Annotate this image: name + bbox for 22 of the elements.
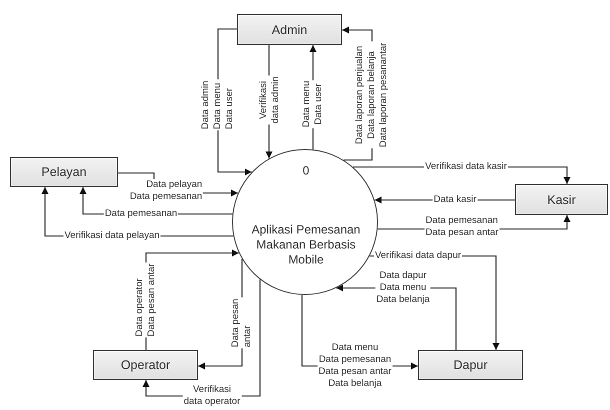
- edge-label: Data menu Data pemesanan Data pesan antar Data belanja: [318, 342, 392, 390]
- edge-label: Data laporan penjualan Data laporan belanja Data laporan pesanantar: [354, 42, 390, 148]
- entity-box: [237, 14, 342, 45]
- edge-label: Data pelayan Data pemesanan: [128, 179, 204, 203]
- edge-label: Data operator Data pesan antar: [134, 262, 158, 338]
- entity-label: Dapur: [453, 358, 488, 372]
- entity-label: Kasir: [547, 192, 576, 206]
- process-label: Aplikasi Pemesanan Makanan Berbasis Mobile: [250, 222, 362, 268]
- edge-label: Verifikasi data operator: [182, 384, 242, 408]
- entity-box: [93, 350, 198, 380]
- edge-label: Data dapur Data menu Data belanja: [375, 270, 431, 306]
- entity-box: [418, 350, 523, 380]
- process-number: 0: [302, 164, 310, 178]
- entity-box: [10, 157, 118, 187]
- entity-label: Admin: [272, 22, 308, 36]
- entity-label: Pelayan: [41, 165, 87, 179]
- edge-label: Data pemesanan: [104, 208, 178, 220]
- edge-label: Verifikasi data pelayan: [63, 230, 161, 242]
- edge-label: Verifikasi data dapur: [374, 250, 462, 262]
- edge-label: Data pemesanan Data pesan antar: [424, 215, 500, 239]
- entity-label: Operator: [120, 358, 170, 372]
- entity-box: [515, 184, 608, 215]
